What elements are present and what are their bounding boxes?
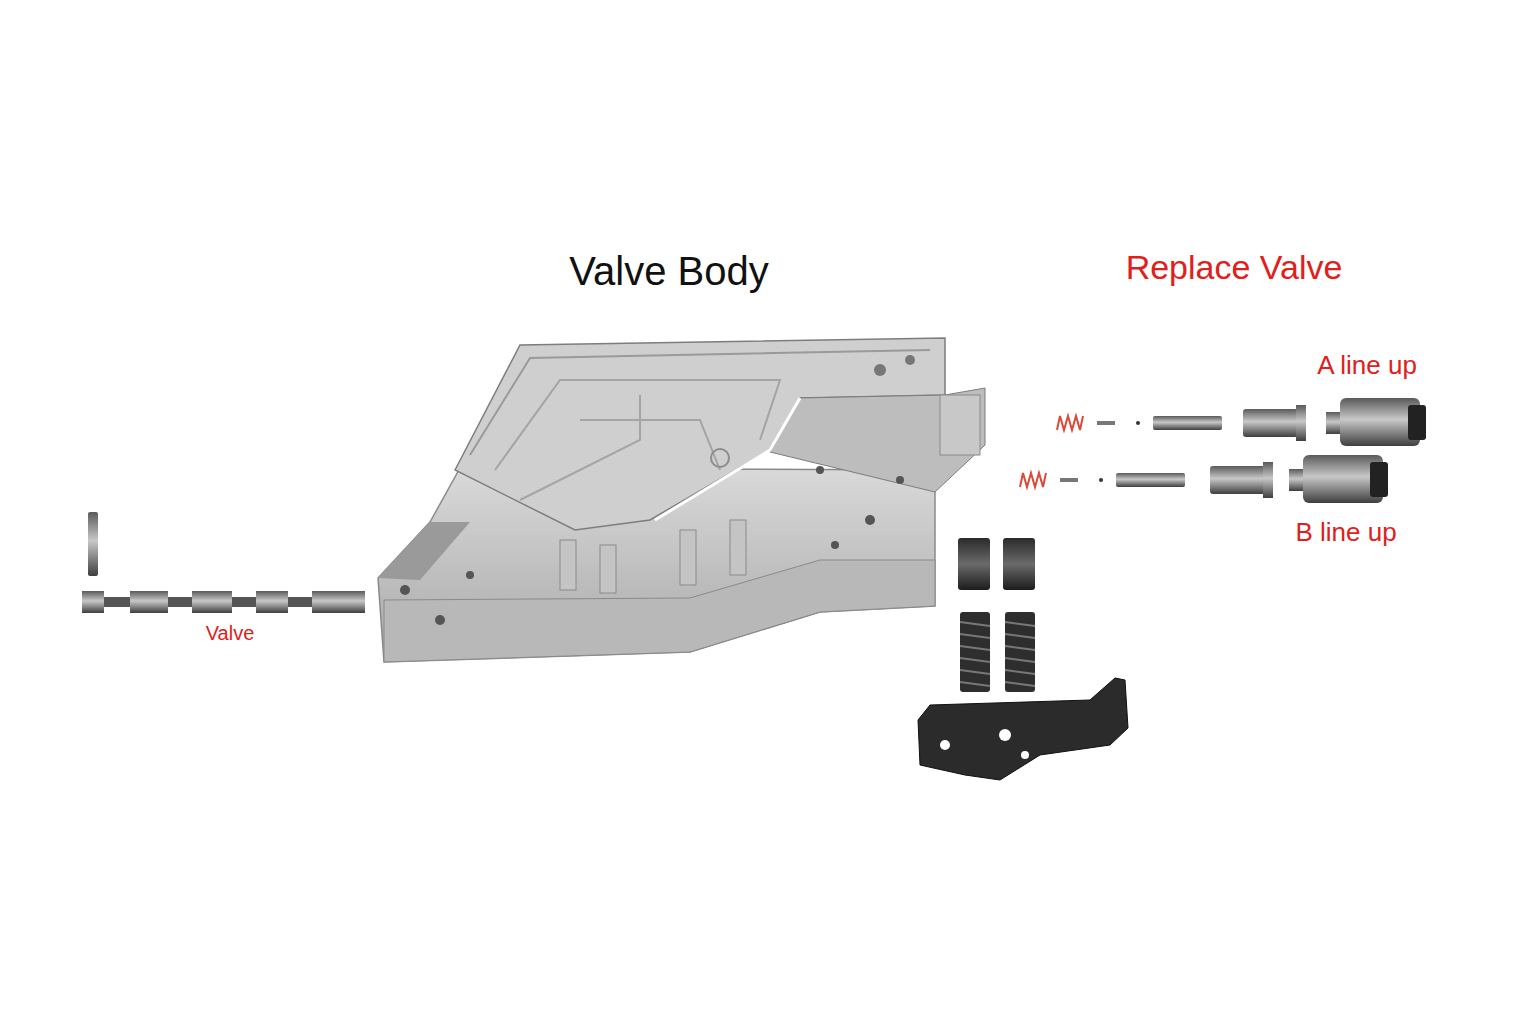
solenoid-set-a bbox=[1057, 398, 1426, 446]
valve-spool bbox=[82, 512, 365, 613]
diagram-title: Valve Body bbox=[569, 249, 768, 293]
part-label: B line up bbox=[1295, 518, 1396, 547]
part-label: Valve bbox=[206, 622, 255, 644]
valve-body bbox=[378, 338, 985, 662]
sleeves-springs bbox=[958, 538, 1035, 692]
bracket bbox=[918, 678, 1128, 780]
part-label: A line up bbox=[1317, 351, 1417, 380]
solenoid-set-b bbox=[1020, 455, 1388, 503]
heading-label: Replace Valve bbox=[1126, 249, 1343, 286]
